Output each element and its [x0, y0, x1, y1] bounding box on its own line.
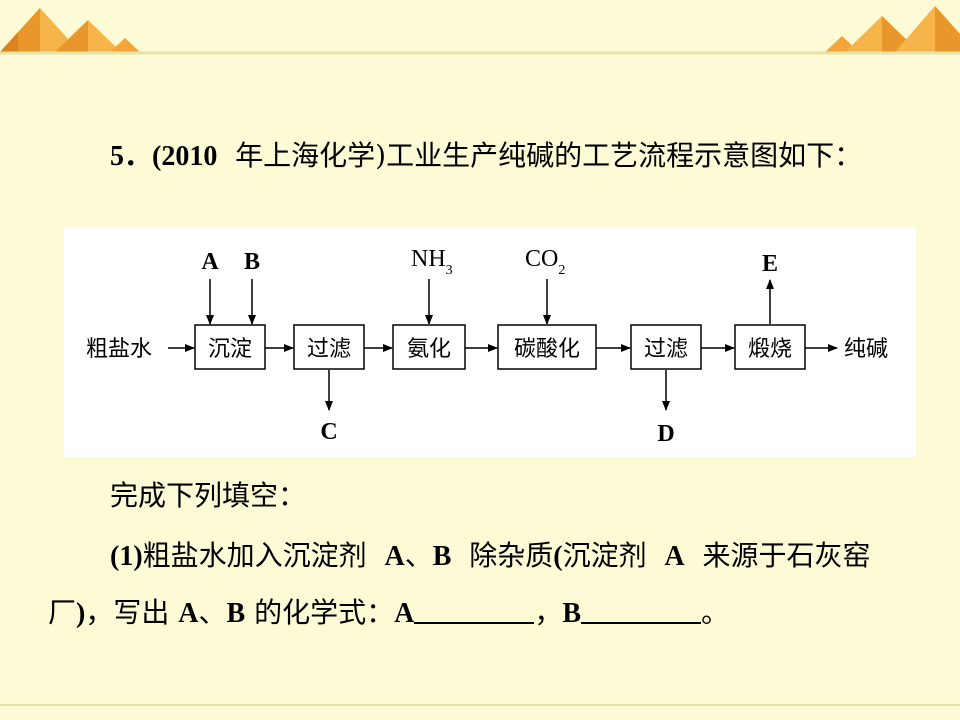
step-box-ammoniation — [392, 324, 466, 370]
question-source: (2010 — [152, 141, 218, 172]
output-label: 纯碱 — [844, 337, 888, 362]
step-label-carbonation: 碳酸化 — [514, 337, 580, 362]
step-box-calcination — [734, 324, 806, 370]
input-label: 粗盐水 — [86, 337, 152, 362]
step-label-filter-1: 过滤 — [307, 337, 351, 362]
question-text: 年上海化学)工业生产纯碱的工艺流程示意图如下： — [235, 139, 863, 172]
step-label-precipitation: 沉淀 — [208, 337, 252, 362]
step-label-calcination: 煅烧 — [748, 337, 792, 362]
instruction-text: 完成下列填空： — [110, 479, 307, 512]
product-d-label: D — [657, 421, 674, 447]
product-c-label: C — [320, 419, 337, 445]
step-box-precipitation — [194, 324, 266, 370]
product-e-label: E — [762, 251, 778, 277]
reagent-a-label: A — [201, 249, 219, 275]
bottom-divider — [0, 704, 960, 706]
step-box-filter-2 — [630, 324, 702, 370]
reagent-b-label: B — [244, 249, 260, 275]
right-triangles — [825, 6, 960, 52]
part1-question: (1)粗盐水加入沉淀剂 A、B 除杂质(沉淀剂 A 来源于石灰窑厂)，写出 A、… — [48, 539, 871, 629]
answer-blank-b[interactable] — [581, 596, 702, 624]
question-number: 5． — [110, 141, 153, 172]
step-box-filter-1 — [293, 324, 365, 370]
left-triangles — [0, 8, 140, 52]
step-box-carbonation — [497, 324, 597, 370]
step-label-filter-2: 过滤 — [644, 337, 688, 362]
answer-blank-a[interactable] — [414, 596, 535, 624]
process-flow-diagram: 粗盐水 沉淀 过滤 氨化 碳酸化 过滤 煅烧 纯碱 A B NH3 CO2 — [64, 227, 916, 457]
reagent-nh3-label: NH3 — [411, 246, 453, 278]
reagent-co2-label: CO2 — [525, 246, 565, 278]
top-decoration — [0, 6, 960, 55]
question-title: 5．(2010 年上海化学)工业生产纯碱的工艺流程示意图如下： — [48, 128, 918, 185]
step-label-ammoniation: 氨化 — [407, 337, 451, 362]
